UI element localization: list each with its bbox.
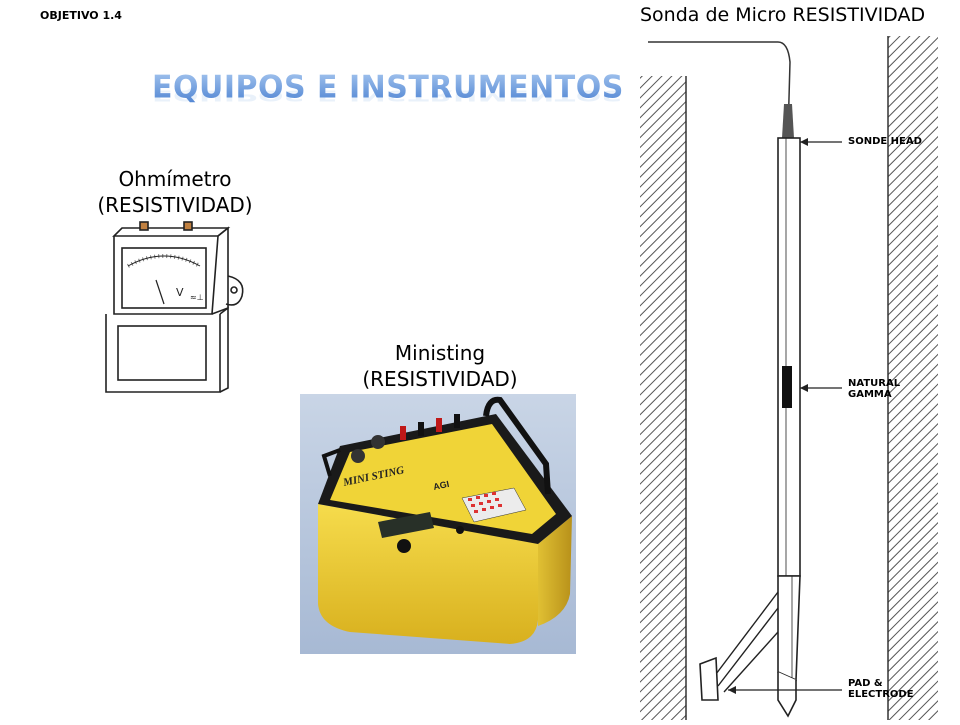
ohmmeter-caption-name: Ohmímetro	[118, 167, 232, 191]
ohmmeter-caption: Ohmímetro (RESISTIVIDAD)	[80, 166, 270, 218]
objective-label: OBJETIVO 1.4	[40, 9, 122, 22]
label-natural-gamma-line2: GAMMA	[848, 389, 892, 400]
ohmmeter-dial-letter: V	[176, 286, 184, 299]
page-title-reflection: EQUIPOS E INSTRUMENTOS	[152, 86, 624, 105]
sonde-title: Sonda de Micro RESISTIVIDAD	[640, 4, 926, 26]
ohmmeter-drawing: V ≈⊥	[105, 221, 244, 393]
page-title-text: EQUIPOS E INSTRUMENTOS	[152, 69, 624, 106]
label-pad-line2: ELECTRODE	[848, 689, 914, 700]
ministing-caption-type: (RESISTIVIDAD)	[362, 367, 518, 391]
ministing-maker: AGI	[432, 479, 450, 492]
sonde-diagram: SONDE HEAD NATURAL GAMMA PAD & ELECTRODE	[636, 32, 960, 720]
label-natural-gamma-line1: NATURAL	[848, 378, 901, 389]
ministing-photo: MINI STING AGI	[300, 394, 576, 654]
svg-text:≈⊥: ≈⊥	[190, 293, 204, 302]
label-sonde-head: SONDE HEAD	[848, 136, 922, 147]
ohmmeter-caption-type: (RESISTIVIDAD)	[97, 193, 253, 217]
label-natural-gamma: NATURAL GAMMA	[848, 378, 900, 400]
label-pad-line1: PAD &	[848, 678, 883, 689]
label-pad-electrode: PAD & ELECTRODE	[848, 678, 914, 700]
page-title: EQUIPOS E INSTRUMENTOS	[152, 69, 624, 106]
ministing-caption-name: Ministing	[394, 341, 486, 365]
ministing-caption: Ministing (RESISTIVIDAD)	[340, 340, 540, 392]
